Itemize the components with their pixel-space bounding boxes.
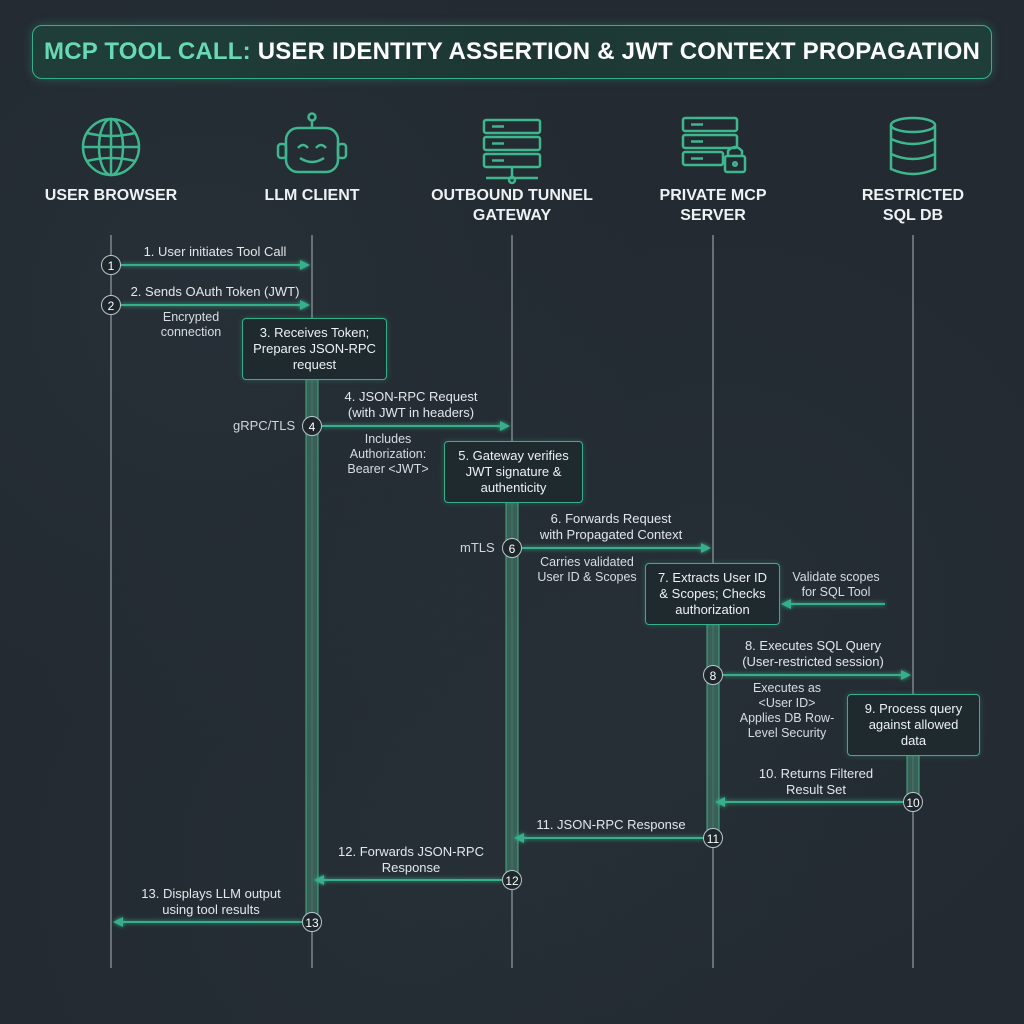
actor-llm-client-label: LLM CLIENT bbox=[264, 187, 360, 204]
actor-gateway-label-1: OUTBOUND TUNNEL bbox=[431, 187, 593, 204]
actor-mcp-server-label-2: SERVER bbox=[680, 207, 746, 224]
message-2-label: 2. Sends OAuth Token (JWT) bbox=[115, 284, 315, 300]
message-4-label: 4. JSON-RPC Request (with JWT in headers… bbox=[326, 389, 496, 421]
step-marker-12: 12 bbox=[502, 870, 522, 890]
message-4-line-2: (with JWT in headers) bbox=[347, 405, 475, 420]
actor-gateway-label-2: GATEWAY bbox=[472, 207, 552, 224]
note-validate-line-2: for SQL Tool bbox=[801, 585, 871, 599]
step-7-line-2: & Scopes; Checks bbox=[659, 586, 766, 601]
step-3-line-3: request bbox=[292, 357, 337, 372]
message-13-line-2: using tool results bbox=[162, 902, 260, 917]
title-text: USER IDENTITY ASSERTION & JWT CONTEXT PR… bbox=[257, 38, 980, 65]
protocol-mtls-label: mTLS bbox=[460, 540, 495, 555]
note-validate-line-1: Validate scopes bbox=[792, 570, 880, 584]
actor-user-browser-label: USER BROWSER bbox=[44, 187, 178, 204]
message-6-line-1: 6. Forwards Request bbox=[550, 511, 672, 526]
message-10-label: 10. Returns Filtered Result Set bbox=[736, 766, 896, 798]
step-marker-10: 10 bbox=[903, 792, 923, 812]
note-encrypted-line-1: Encrypted bbox=[162, 310, 220, 324]
message-13-line-1: 13. Displays LLM output bbox=[141, 886, 281, 901]
message-10-line-2: Result Set bbox=[786, 782, 846, 797]
message-12-line-1: 12. Forwards JSON-RPC bbox=[338, 844, 484, 859]
server-lock-icon bbox=[681, 116, 747, 174]
message-8-label: 8. Executes SQL Query (User-restricted s… bbox=[728, 638, 898, 670]
message-11-line: 11. JSON-RPC Response bbox=[536, 817, 686, 832]
process-step-3: 3. Receives Token; Prepares JSON-RPC req… bbox=[242, 318, 387, 380]
step-marker-4: 4 bbox=[302, 416, 322, 436]
actor-sql-db: RESTRICTED SQL DB bbox=[813, 186, 1013, 226]
actor-user-browser: USER BROWSER bbox=[11, 186, 211, 206]
step-marker-11: 11 bbox=[703, 828, 723, 848]
actor-sql-db-label-2: SQL DB bbox=[882, 207, 944, 224]
actor-sql-db-label-1: RESTRICTED bbox=[861, 187, 965, 204]
protocol-grpc-label: gRPC/TLS bbox=[233, 418, 296, 433]
step-9-line-3: data bbox=[900, 733, 927, 748]
robot-icon bbox=[276, 112, 348, 174]
step-marker-13: 13 bbox=[302, 912, 322, 932]
note-auth-line-1: Includes bbox=[364, 432, 412, 446]
note-carries-line-1: Carries validated bbox=[540, 555, 634, 569]
note-rls-line-1: Executes as bbox=[752, 681, 822, 695]
note-auth-line-2: Authorization: bbox=[349, 447, 427, 461]
note-row-level-security: Executes as <User ID> Applies DB Row- Le… bbox=[727, 681, 847, 741]
note-carries-line-2: User ID & Scopes bbox=[537, 570, 637, 584]
message-12-line-2: Response bbox=[381, 860, 441, 875]
step-3-line-2: Prepares JSON-RPC bbox=[253, 341, 376, 356]
actor-llm-client: LLM CLIENT bbox=[212, 186, 412, 206]
actor-mcp-server: PRIVATE MCP SERVER bbox=[613, 186, 813, 226]
step-marker-6: 6 bbox=[502, 538, 522, 558]
message-2-line: 2. Sends OAuth Token (JWT) bbox=[130, 284, 300, 299]
activation-mcp-server bbox=[706, 621, 720, 841]
note-authorization-header: Includes Authorization: Bearer <JWT> bbox=[333, 432, 443, 477]
step-marker-1: 1 bbox=[101, 255, 121, 275]
message-12-label: 12. Forwards JSON-RPC Response bbox=[326, 844, 496, 876]
message-1-line: 1. User initiates Tool Call bbox=[143, 244, 287, 259]
note-rls-line-3: Applies DB Row- bbox=[739, 711, 835, 725]
step-7-line-3: authorization bbox=[675, 602, 750, 617]
note-rls-line-4: Level Security bbox=[747, 726, 827, 740]
message-6-label: 6. Forwards Request with Propagated Cont… bbox=[526, 511, 696, 543]
process-step-5: 5. Gateway verifies JWT signature & auth… bbox=[444, 441, 583, 503]
message-13-label: 13. Displays LLM output using tool resul… bbox=[121, 886, 301, 918]
actor-mcp-server-label-1: PRIVATE MCP bbox=[659, 187, 767, 204]
message-8-line-2: (User-restricted session) bbox=[742, 654, 884, 669]
note-validate-scopes: Validate scopes for SQL Tool bbox=[781, 570, 891, 600]
note-rls-line-2: <User ID> bbox=[758, 696, 816, 710]
message-11-label: 11. JSON-RPC Response bbox=[526, 817, 696, 833]
message-4-line-1: 4. JSON-RPC Request bbox=[344, 389, 478, 404]
note-carries-validated: Carries validated User ID & Scopes bbox=[527, 555, 647, 585]
activation-llm-client bbox=[305, 377, 319, 924]
step-marker-2: 2 bbox=[101, 295, 121, 315]
process-step-9: 9. Process query against allowed data bbox=[847, 694, 980, 756]
message-6-line-2: with Propagated Context bbox=[539, 527, 683, 542]
step-5-line-2: JWT signature & bbox=[465, 464, 562, 479]
globe-icon bbox=[81, 117, 141, 177]
step-9-line-1: 9. Process query bbox=[864, 701, 963, 716]
diagram-title: MCP TOOL CALL: USER IDENTITY ASSERTION &… bbox=[32, 25, 992, 79]
note-auth-line-3: Bearer <JWT> bbox=[347, 462, 429, 476]
step-3-line-1: 3. Receives Token; bbox=[259, 325, 370, 340]
actor-gateway: OUTBOUND TUNNEL GATEWAY bbox=[412, 186, 612, 226]
message-1-label: 1. User initiates Tool Call bbox=[125, 244, 305, 260]
process-step-7: 7. Extracts User ID & Scopes; Checks aut… bbox=[645, 563, 780, 625]
note-encrypted-connection: Encrypted connection bbox=[141, 310, 241, 340]
message-10-line-1: 10. Returns Filtered bbox=[758, 766, 874, 781]
database-icon bbox=[889, 116, 937, 176]
step-9-line-2: against allowed bbox=[868, 717, 959, 732]
step-7-line-1: 7. Extracts User ID bbox=[657, 570, 768, 585]
message-8-line-1: 8. Executes SQL Query bbox=[744, 638, 882, 653]
step-5-line-3: authenticity bbox=[480, 480, 547, 495]
title-accent: MCP TOOL CALL: bbox=[44, 38, 251, 65]
server-network-icon bbox=[482, 118, 542, 185]
step-marker-8: 8 bbox=[703, 665, 723, 685]
note-encrypted-line-2: connection bbox=[160, 325, 222, 339]
step-5-line-1: 5. Gateway verifies bbox=[458, 448, 569, 463]
